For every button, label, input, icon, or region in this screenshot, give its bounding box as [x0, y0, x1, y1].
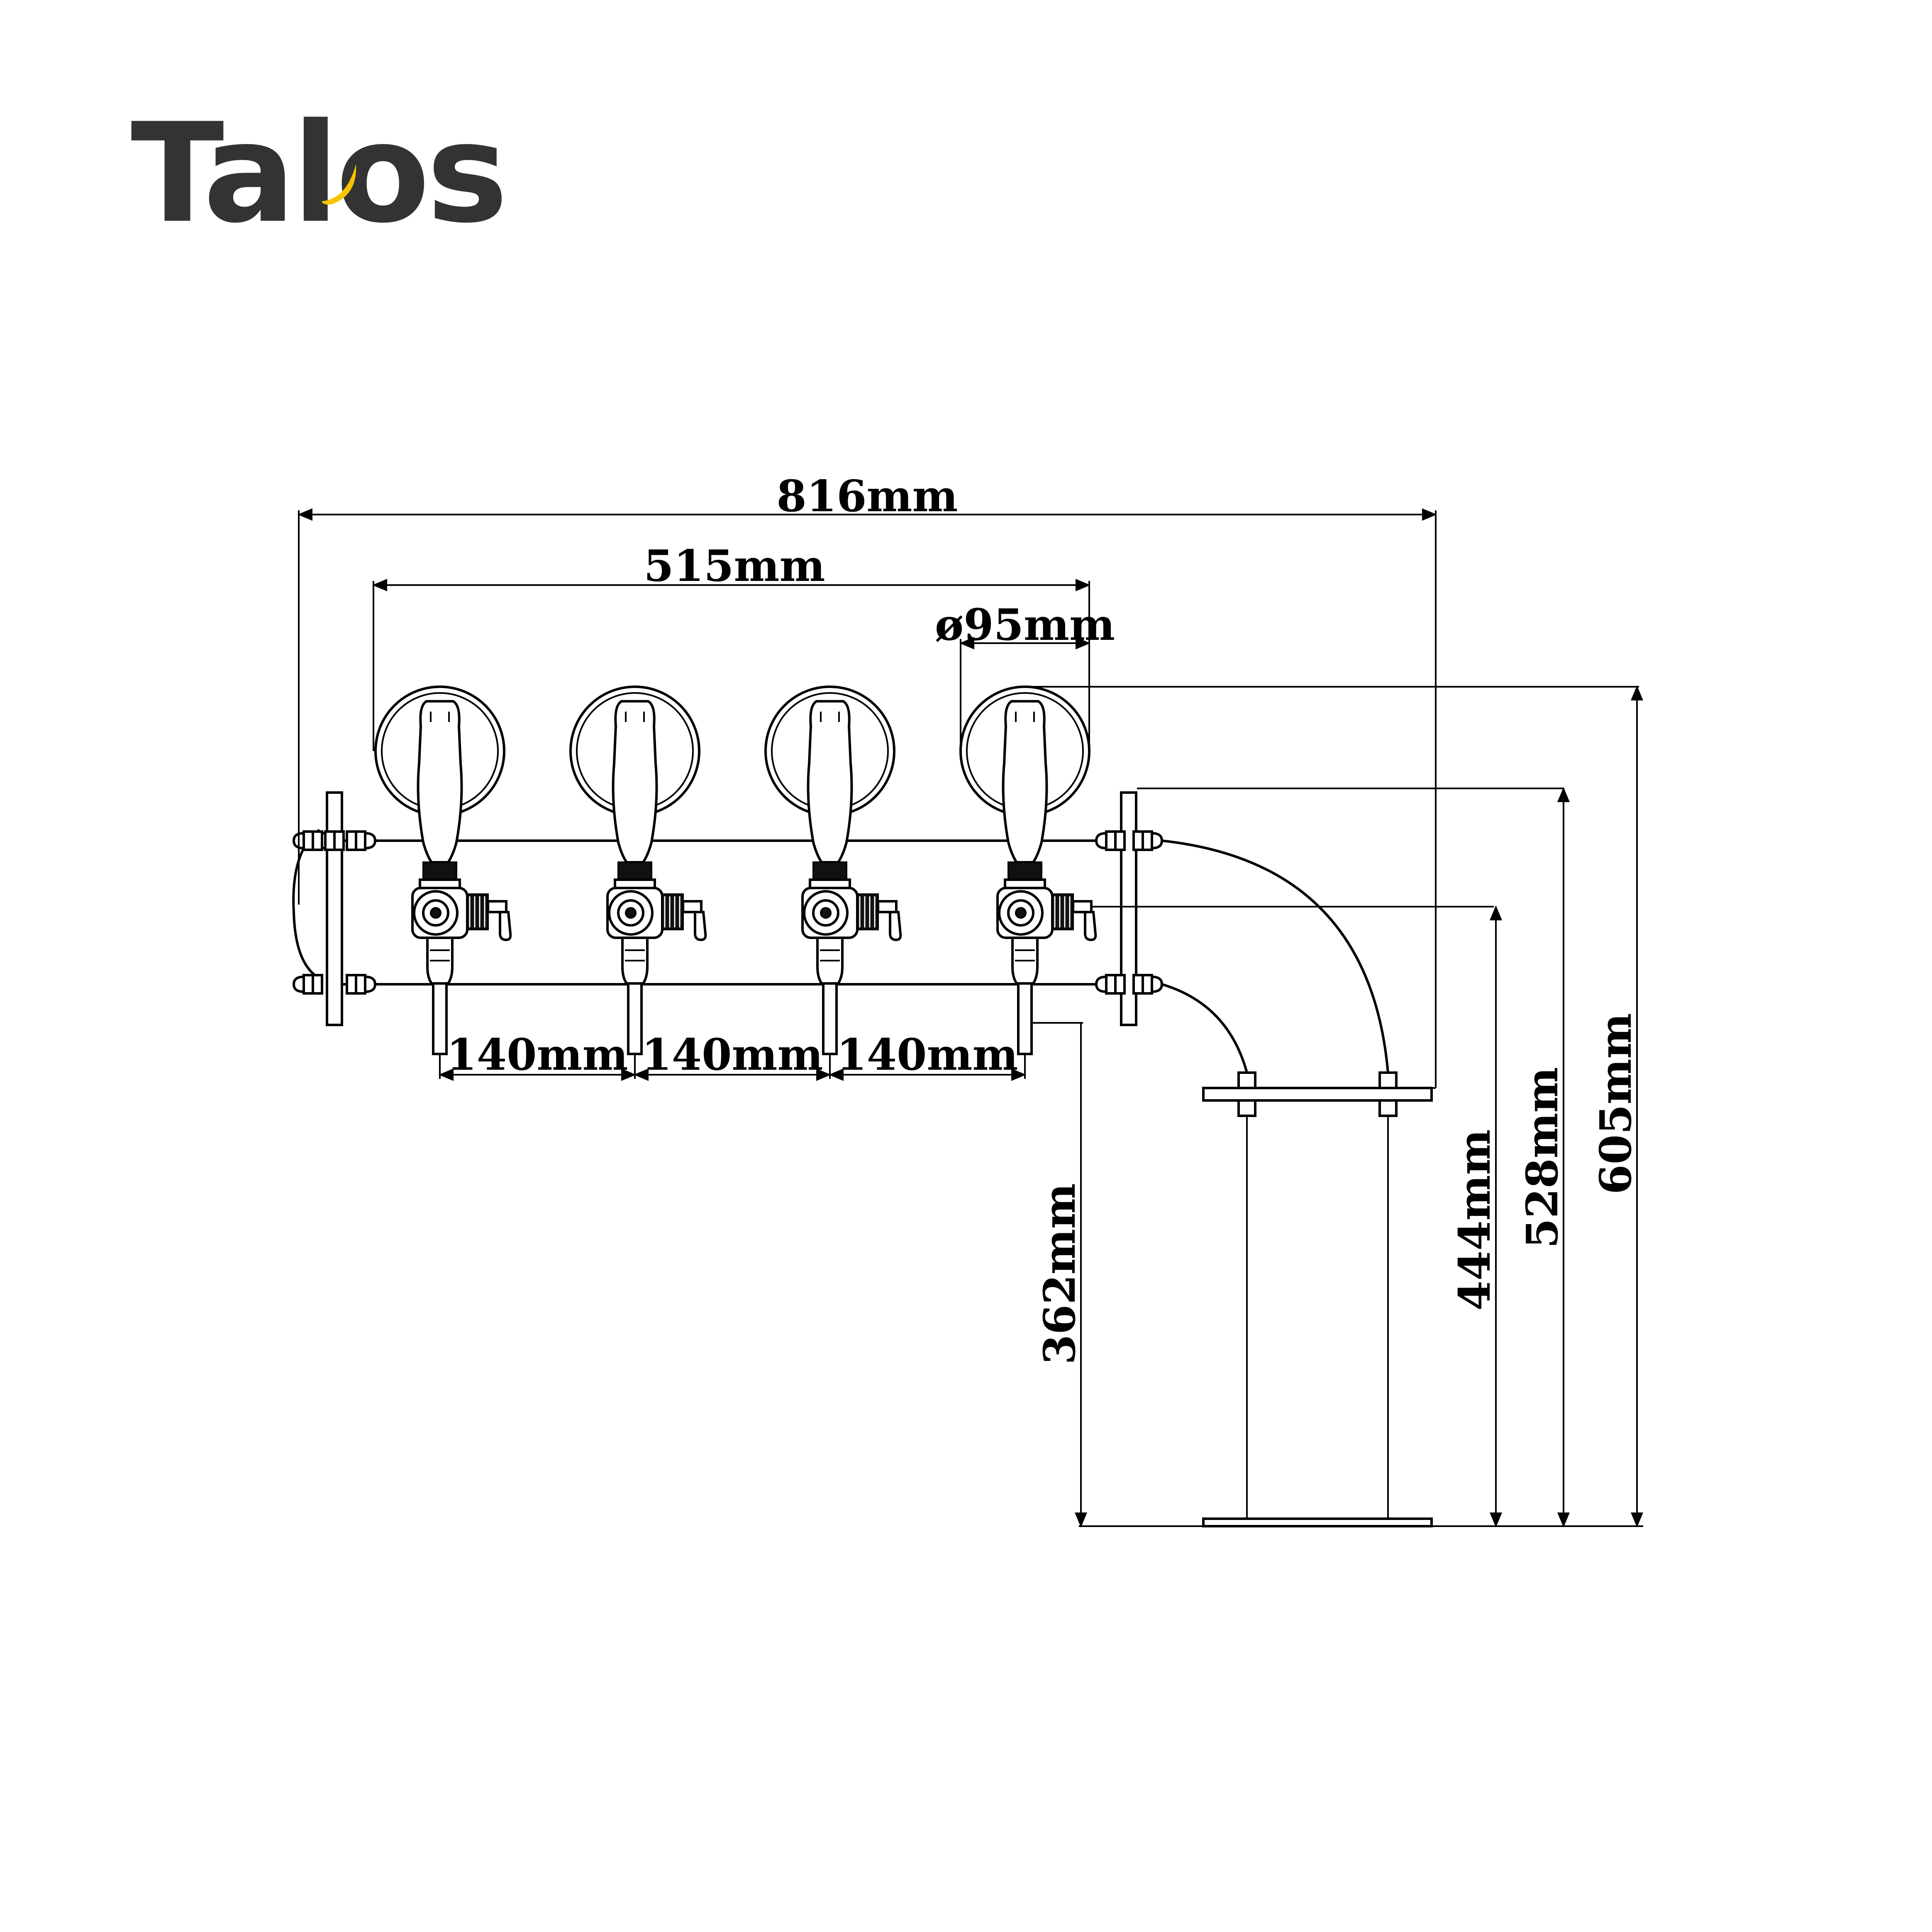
dim-tap-spacing-2: 140mm: [642, 1029, 823, 1080]
tap-3: [766, 687, 900, 1054]
dim-spout-height: 362mm: [1034, 1183, 1085, 1364]
dim-tap-spacing-3: 140mm: [837, 1029, 1018, 1080]
left-end-cap: [292, 829, 322, 981]
logo-text: Talos: [131, 94, 505, 253]
base-plate: [1202, 1517, 1433, 1527]
dim-column-height: 528mm: [1517, 1067, 1568, 1248]
tap-4: [961, 687, 1095, 1054]
mounting-plate: [1202, 1087, 1433, 1102]
dim-total-height: 605mm: [1590, 1013, 1641, 1194]
dim-lever-height: 444mm: [1449, 1129, 1500, 1310]
dim-overall-width: 816mm: [776, 471, 958, 522]
left-flange: [326, 791, 343, 1026]
talos-logo: Talos: [131, 94, 508, 253]
dimensions: 816mm 515mm ø95mm 140mm 140mm 140mm 362m…: [298, 471, 1643, 1527]
tap-1: [376, 687, 510, 1054]
outer-curved-arm: [1161, 839, 1389, 1073]
logo-yellow-swoosh: [322, 164, 356, 205]
inner-curved-arm: [1161, 983, 1248, 1073]
tap-2: [571, 687, 705, 1054]
dim-tap-spacing-1: 140mm: [446, 1029, 628, 1080]
dim-tap-span: 515mm: [644, 540, 825, 591]
dim-medallion-diameter: ø95mm: [935, 599, 1115, 650]
plate-nut: [1237, 1071, 1398, 1117]
tower-structure: [292, 791, 1433, 1527]
